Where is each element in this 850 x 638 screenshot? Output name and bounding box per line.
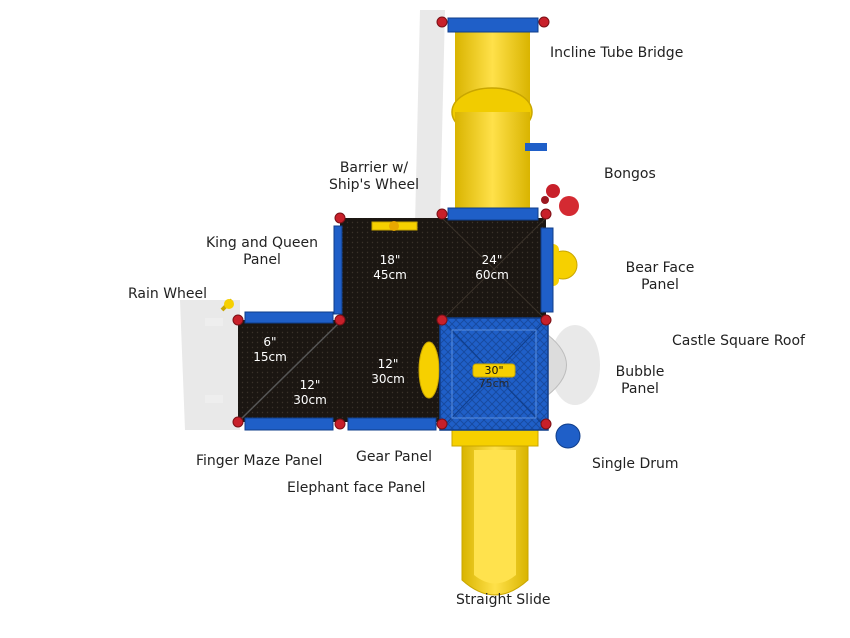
label-bubble-line2: Panel [621,381,659,397]
deck-6-in: 6" [263,335,277,349]
deck-30-cm: 75cm [478,377,510,390]
label-bubble: Bubble Panel [607,364,673,398]
decks [237,217,547,423]
label-gear-panel: Gear Panel [356,449,433,465]
posts [232,16,552,430]
label-king-queen: King and Queen Panel [197,235,327,269]
incline-tube-bridge [447,17,547,213]
deck-24-cm: 60cm [475,268,509,282]
bongos [541,184,579,216]
label-barrier-line1: Barrier w/ [339,160,409,176]
deck-30-label: 30" 75cm [474,364,514,390]
castle-square-roof [439,317,549,431]
label-barrier-line2: Ship's Wheel [329,177,419,193]
deck-30-in: 30" [484,364,504,377]
label-king-queen-line1: King and Queen [205,235,319,251]
deck-18-cm: 45cm [373,268,407,282]
label-barrier: Barrier w/ Ship's Wheel [324,160,424,194]
deck-6-cm: 15cm [253,350,287,364]
label-bear-face-line2: Panel [641,277,679,293]
label-castle-square-roof: Castle Square Roof [672,333,805,349]
label-bear-face-line1: Bear Face [625,260,695,276]
label-bear-face: Bear Face Panel [615,260,705,294]
label-elephant-face-panel: Elephant face Panel [287,480,426,496]
label-bongos: Bongos [604,166,656,182]
deck-12a-label: 12" 30cm [290,378,330,408]
deck-24-in: 24" [481,253,503,267]
rain-wheel [205,298,234,403]
deck-18-in: 18" [379,253,401,267]
deck-12b-in: 12" [377,357,399,371]
label-single-drum: Single Drum [592,456,679,472]
deck-12b-cm: 30cm [371,372,405,386]
label-straight-slide: Straight Slide [456,592,551,608]
gear-panel [418,341,440,399]
deck-6-label: 6" 15cm [250,335,290,365]
straight-slide [451,427,539,596]
bubble-panel [547,333,567,397]
label-king-queen-line2: Panel [243,252,281,268]
label-bubble-line1: Bubble [615,364,665,380]
label-incline-tube-bridge: Incline Tube Bridge [550,45,684,61]
shadows [180,10,600,430]
deck-24-label: 24" 60cm [472,253,512,283]
barriers [244,207,554,431]
ships-wheel-barrier [371,221,418,231]
label-rain-wheel: Rain Wheel [128,286,208,302]
single-drum [555,423,581,449]
deck-12b-label: 12" 30cm [368,357,408,387]
deck-12a-cm: 30cm [293,393,327,407]
deck-12a-in: 12" [299,378,321,392]
label-finger-maze-panel: Finger Maze Panel [196,453,323,469]
deck-18-label: 18" 45cm [370,253,410,283]
